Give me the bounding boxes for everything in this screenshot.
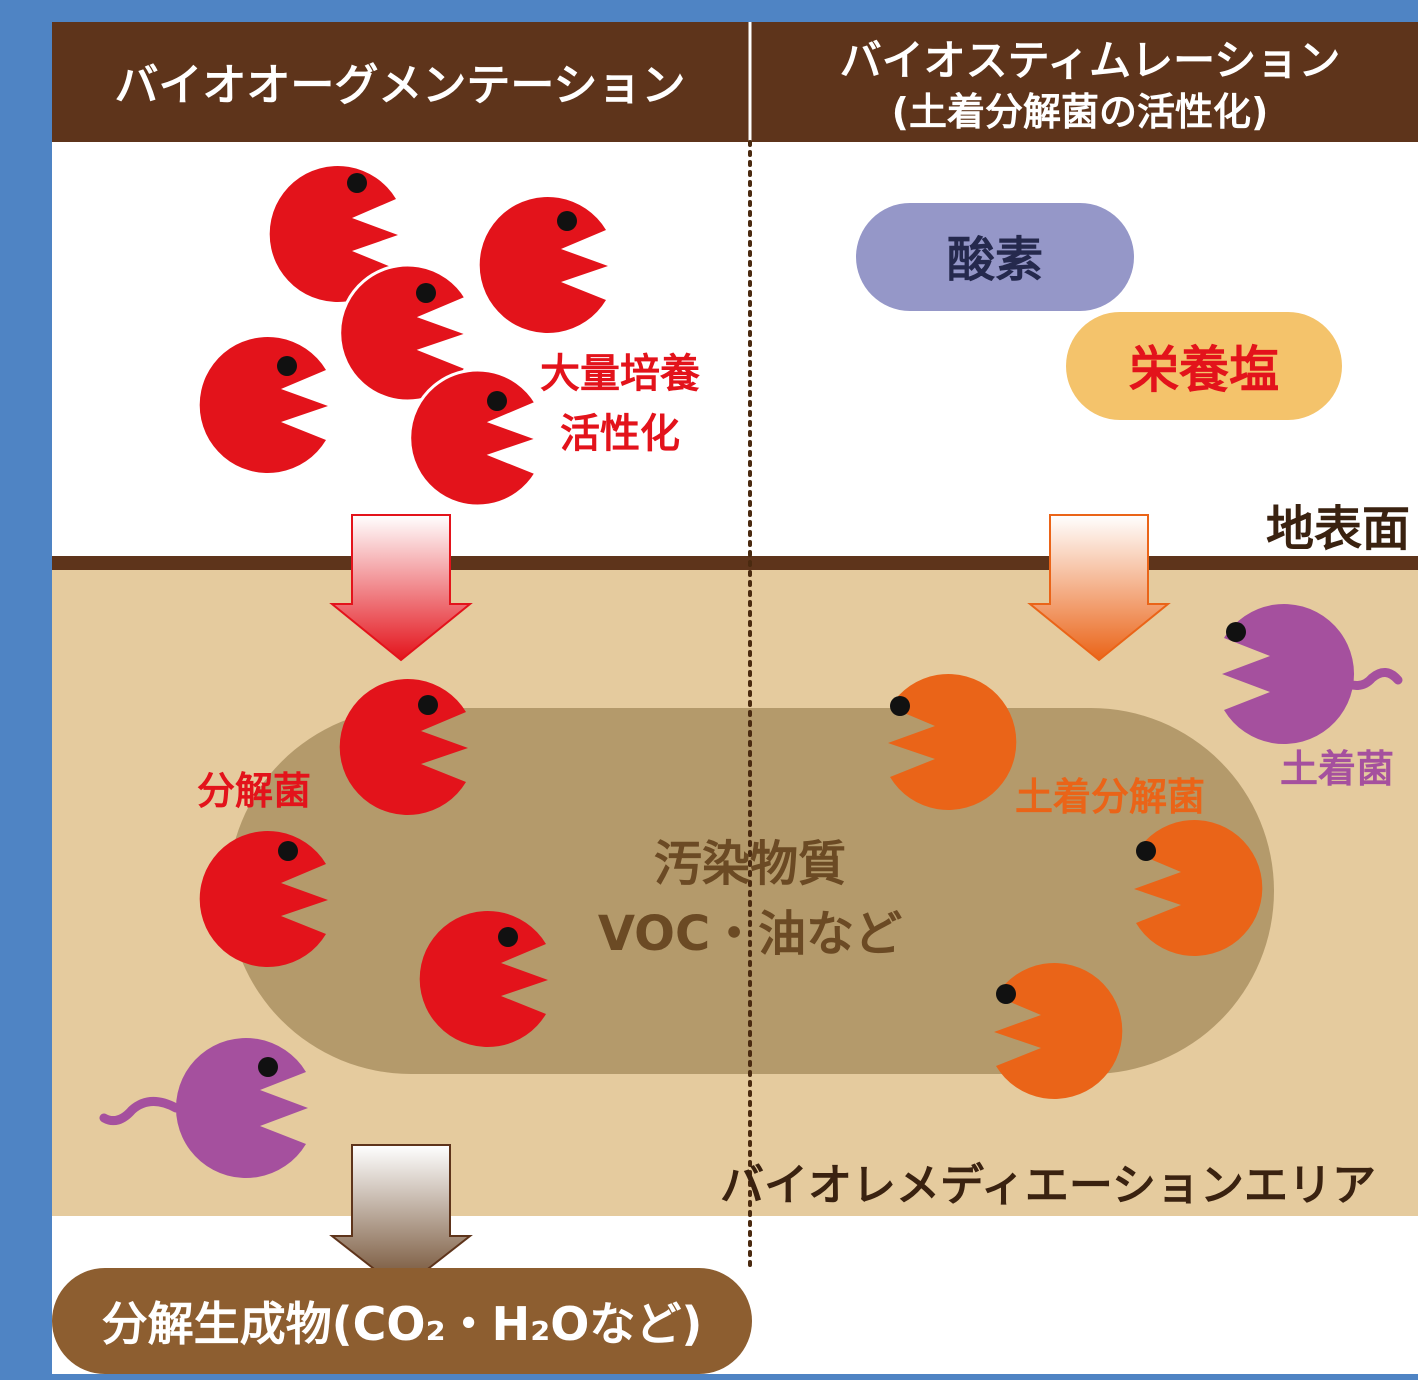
activation-label: 活性化	[560, 411, 680, 457]
header-biostimulation-sub: (土着分解菌の活性化)	[892, 90, 1269, 134]
ground-surface-label: 地表面	[1266, 501, 1410, 557]
oxygen-pill	[856, 203, 1134, 311]
remediation-area-label: バイオレメディエーションエリア	[720, 1160, 1376, 1211]
red-bacteria-top-5	[408, 368, 543, 508]
header-bar	[52, 22, 1418, 142]
orange-bacteria-3	[994, 962, 1123, 1099]
nutrient-pill	[1066, 312, 1342, 420]
pollutant-label: 汚染物質	[654, 836, 846, 892]
arrow-down-orange	[1027, 514, 1171, 662]
red-bacteria-top-4	[199, 336, 328, 473]
indigenous-degrading-bacteria-label: 土着分解菌	[1015, 775, 1205, 819]
arrow-down-brown	[329, 1144, 473, 1292]
pollutant-examples-label: VOC・油など	[598, 906, 902, 962]
red-bacteria-soil-1	[339, 679, 468, 816]
header-bioaugmentation: バイオオーグメンテーション	[114, 60, 685, 111]
purple-bacteria-left	[99, 1037, 308, 1178]
product-label: 分解生成物(CO₂・H₂Oなど)	[102, 1297, 703, 1351]
product-pill	[52, 1268, 752, 1374]
red-bacteria-soil-3	[419, 911, 548, 1047]
orange-bacteria-1	[888, 673, 1017, 810]
nutrient-label: 栄養塩	[1129, 341, 1279, 399]
mass-culture-label: 大量培養	[540, 351, 700, 397]
indigenous-bacteria-label: 土着菌	[1280, 747, 1394, 791]
oxygen-label: 酸素	[947, 232, 1043, 288]
red-bacteria-top-2	[479, 197, 608, 333]
orange-bacteria-2	[1134, 820, 1263, 957]
header-biostimulation: バイオスティムレーション	[840, 36, 1341, 85]
red-bacteria-top-1	[269, 166, 398, 302]
red-bacteria-soil-2	[199, 831, 328, 968]
ground-surface-line	[52, 556, 1418, 570]
arrow-down-red	[329, 514, 473, 662]
degrading-bacteria-label: 分解菌	[197, 769, 311, 813]
purple-bacteria-right	[1222, 604, 1403, 744]
